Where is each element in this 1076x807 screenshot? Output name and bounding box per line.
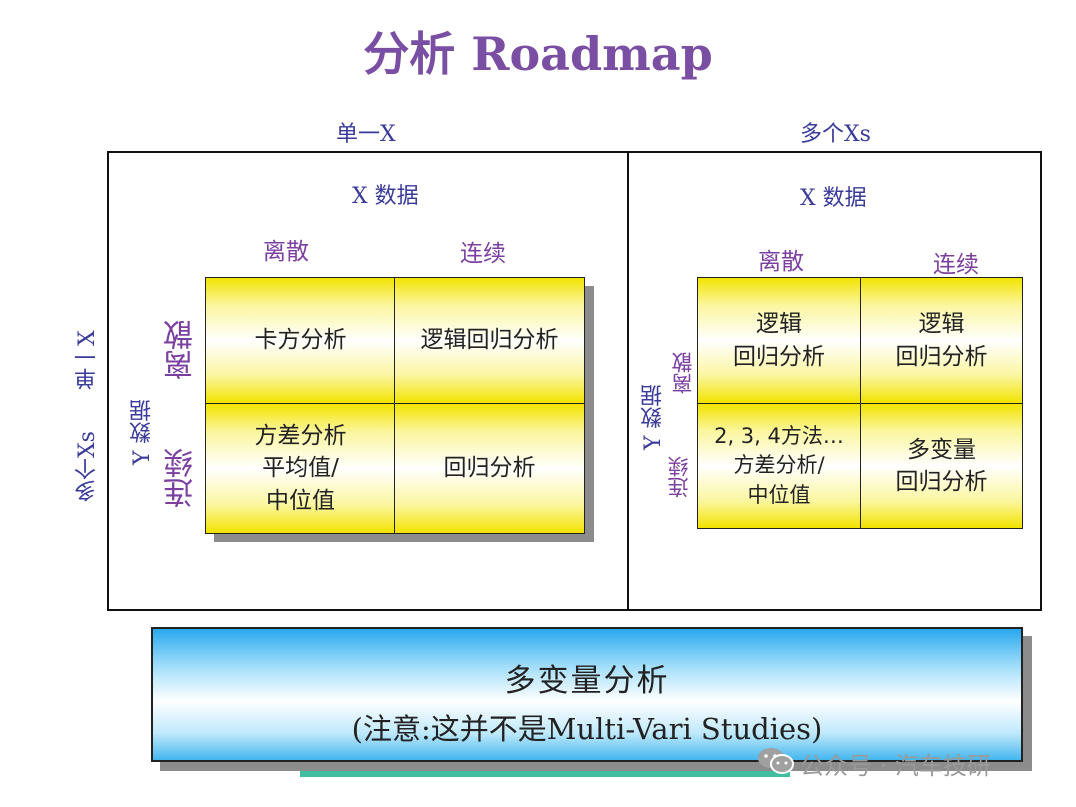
left-y-discrete-label: 离散 — [164, 320, 199, 380]
right-cell-multiple-regression: 多变量 回归分析 — [860, 403, 1023, 529]
right-y-data-header: Y 数据 — [641, 384, 666, 450]
multivariate-analysis-box: 多变量分析 (注意:这并不是Multi-Vari Studies) — [151, 627, 1023, 762]
right-y-discrete-label: 离散 — [671, 352, 695, 394]
cell-logistic-regression: 逻辑回归分析 — [394, 277, 585, 404]
right-x-continuous-label: 连续 — [933, 252, 979, 278]
right-x-discrete-label: 离散 — [758, 249, 804, 275]
cell-anova-mean-median: 方差分析 平均值/ 中位值 — [205, 403, 396, 534]
page-title: 分析 Roadmap — [363, 27, 713, 81]
cell-chi-square: 卡方分析 — [205, 277, 396, 404]
right-y-continuous-label: 连续 — [667, 456, 691, 498]
left-y-data-header: Y 数据 — [130, 399, 155, 465]
right-x-data-header: X 数据 — [800, 186, 867, 211]
cell-regression: 回归分析 — [394, 403, 585, 534]
bottom-accent-bar — [300, 768, 790, 777]
right-cell-logistic-regression-2: 逻辑 回归分析 — [860, 277, 1023, 404]
wechat-icon — [756, 746, 796, 776]
multi-x-column-label: 多个Xs — [800, 122, 871, 147]
single-x-row-label: 单一X — [75, 330, 100, 390]
multivariate-analysis-title: 多变量分析 — [504, 663, 670, 699]
watermark-text: 公众号 · 汽车技研 — [800, 752, 991, 780]
left-y-continuous-label: 连续 — [164, 448, 199, 508]
right-cell-logistic-regression-1: 逻辑 回归分析 — [697, 277, 861, 404]
left-x-continuous-label: 连续 — [460, 241, 506, 267]
multivariate-analysis-note: (注意:这并不是Multi-Vari Studies) — [351, 712, 823, 746]
left-x-discrete-label: 离散 — [263, 239, 309, 265]
multi-x-row-label: 多个Xs — [75, 431, 100, 502]
single-x-column-label: 单一X — [336, 122, 396, 147]
right-cell-anova-median: 2, 3, 4方法… 方差分析/ 中位值 — [697, 403, 861, 529]
left-x-data-header: X 数据 — [352, 184, 419, 209]
